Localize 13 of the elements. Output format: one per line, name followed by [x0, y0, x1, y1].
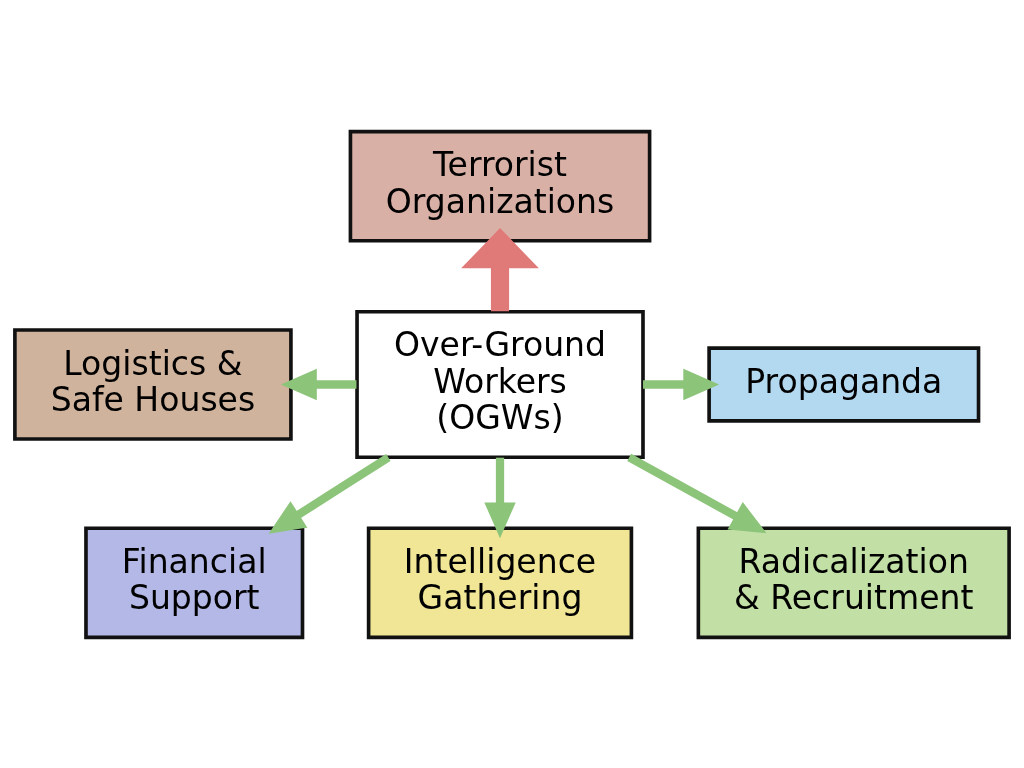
arrow — [484, 457, 516, 538]
arrow — [280, 368, 357, 400]
arrow — [268, 453, 391, 534]
arrow — [643, 368, 720, 400]
node-box: Financial Support — [84, 525, 305, 639]
node-box: Radicalization & Recruitment — [696, 525, 1011, 639]
node-box: Terrorist Organizations — [348, 129, 652, 242]
arrow — [627, 453, 767, 533]
node-box: Over-Ground Workers (OGWs) — [355, 309, 645, 459]
node-box: Intelligence Gathering — [366, 525, 634, 639]
arrow — [461, 227, 539, 311]
node-box: Propaganda — [707, 345, 981, 423]
node-box: Logistics & Safe Houses — [13, 327, 293, 441]
